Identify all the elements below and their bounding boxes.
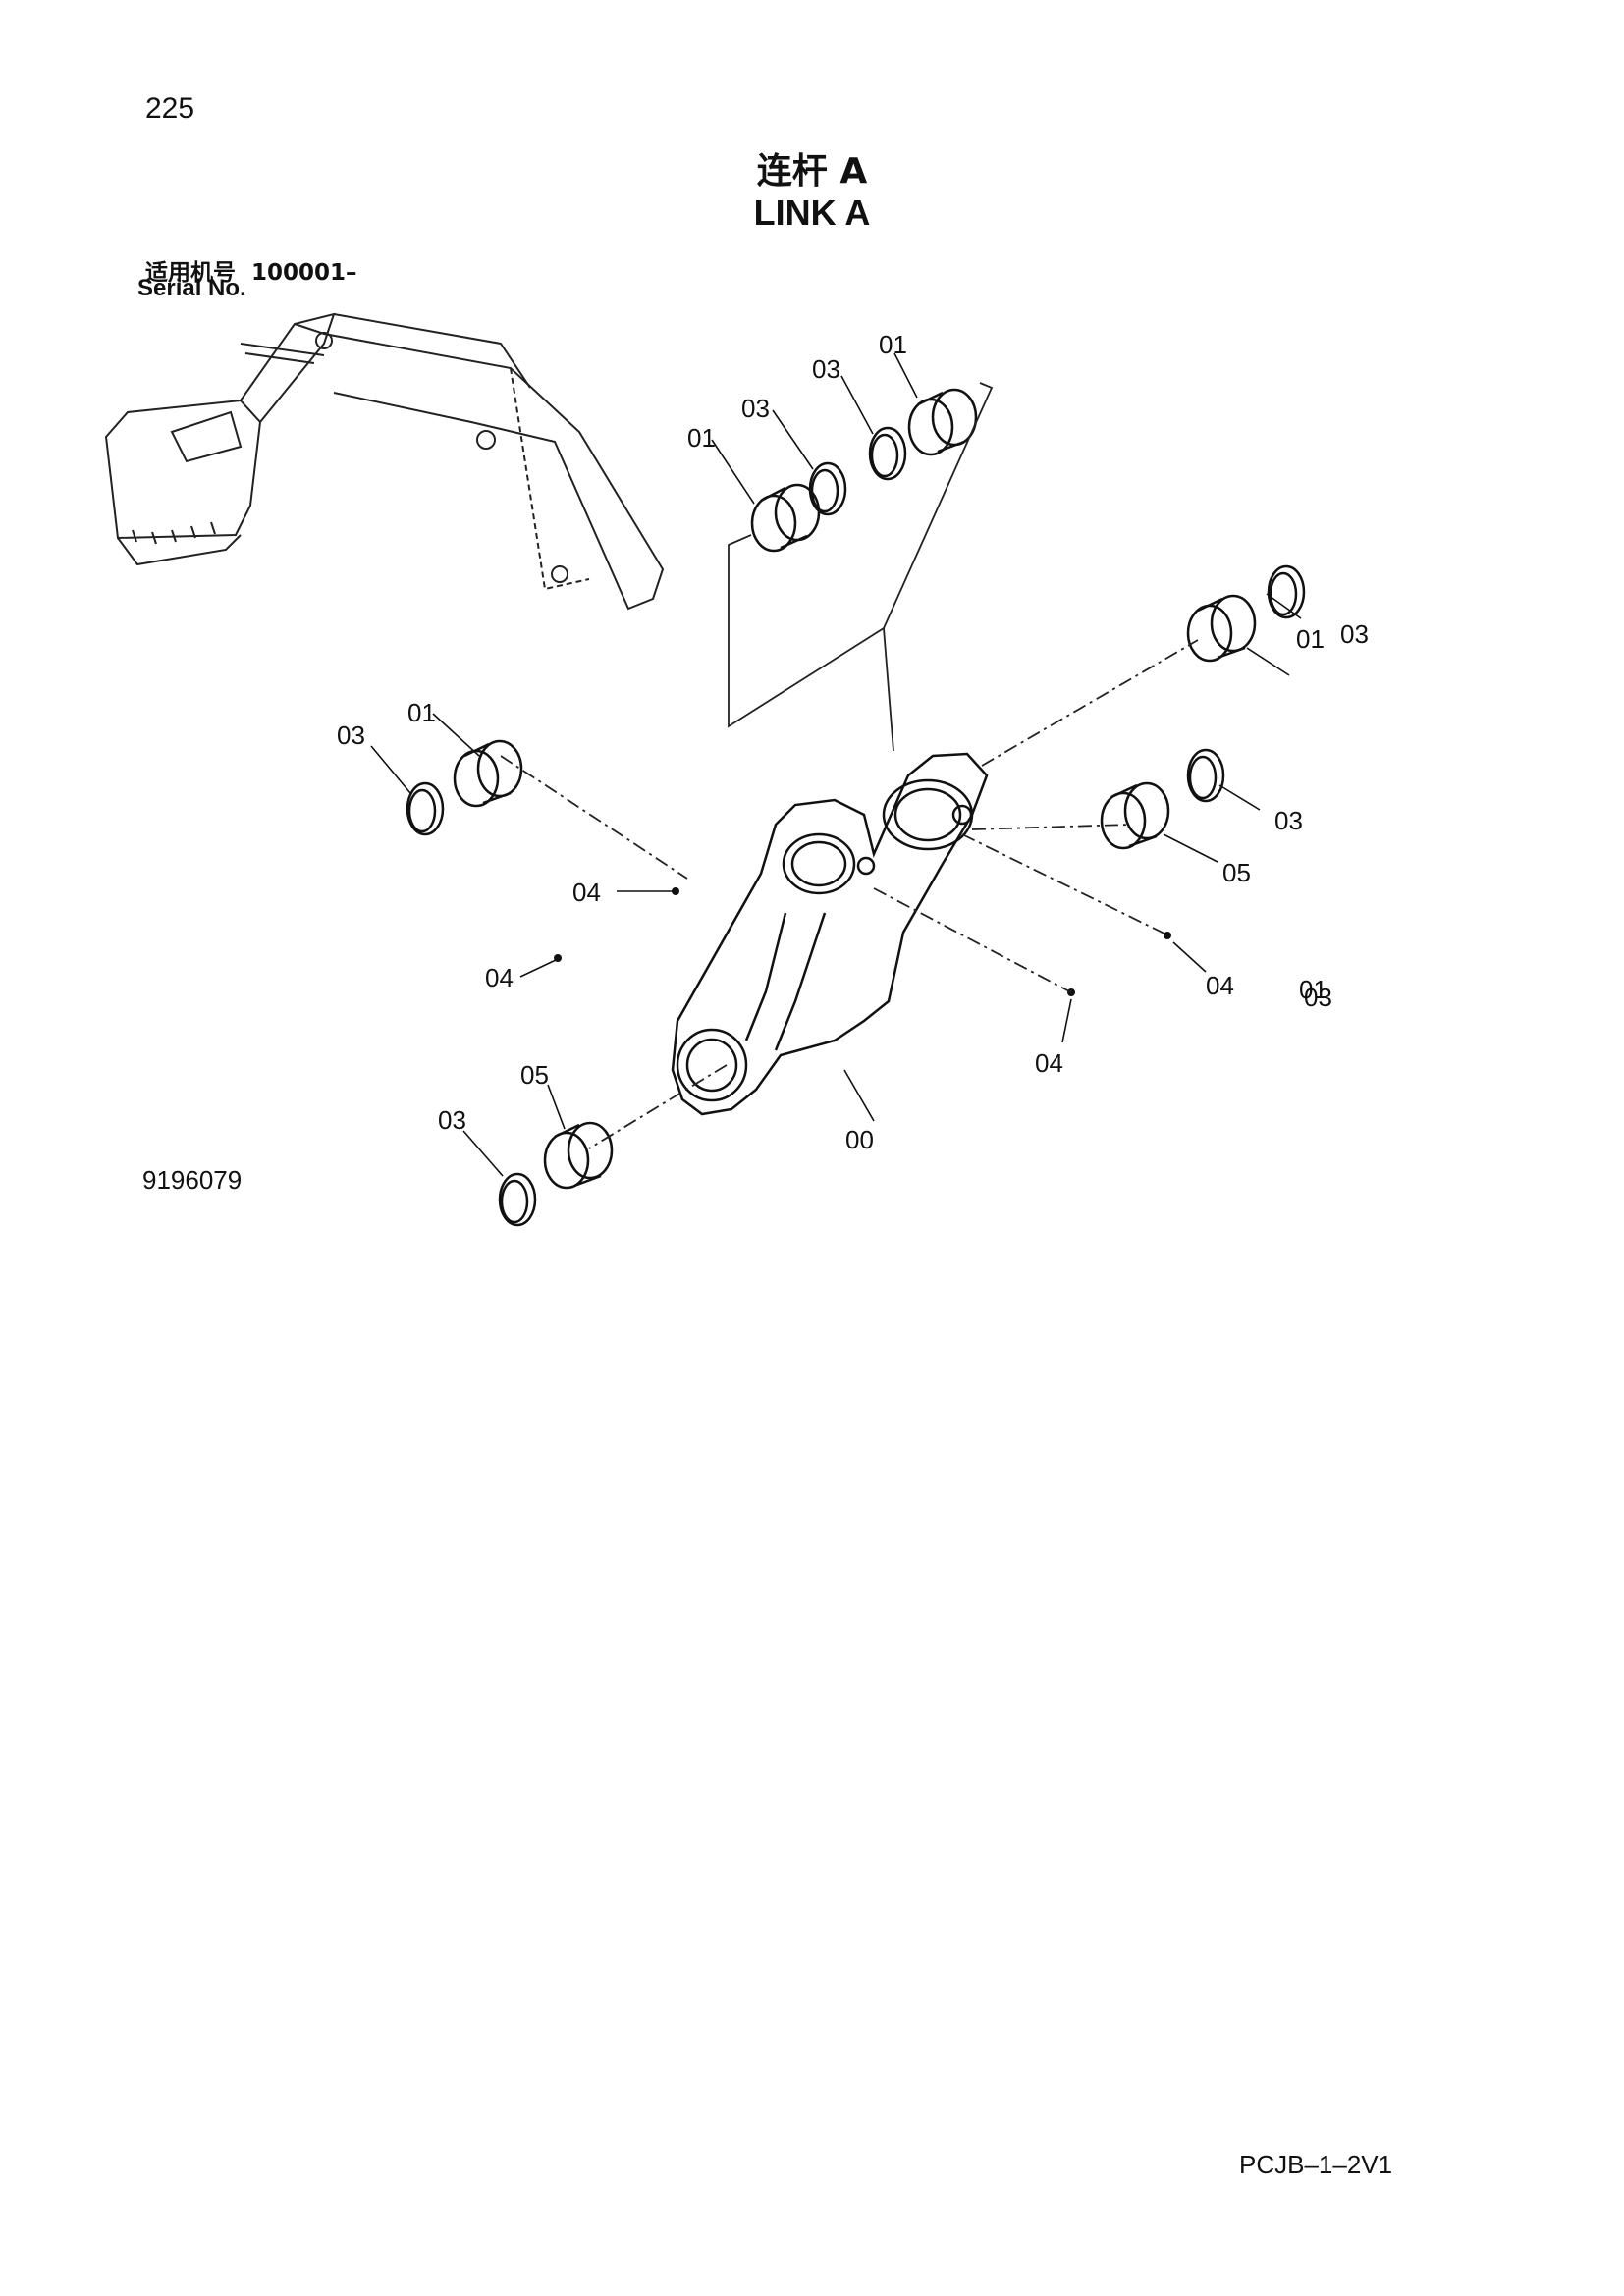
callout-04: 04 [572,878,601,907]
callout-00: 00 [845,1125,874,1154]
callout-03: 03 [1274,806,1303,835]
callout-05: 05 [520,1060,549,1090]
seal-03-left [406,781,445,836]
seal-03-top-right [868,426,907,481]
callout-01: 01 [1296,624,1325,654]
figure-number: 9196079 [142,1165,243,1195]
callout-04: 04 [1035,1048,1063,1078]
assembly-lines [500,382,1199,1149]
callout-labels: 01 03 03 01 01 03 03 01 03 01 03 04 04 0… [337,330,1369,1154]
seal-03-bottom [498,1172,537,1227]
seal-03-right-mid [1186,748,1225,803]
callout-01: 01 [687,423,716,453]
callout-01: 01 [879,330,907,359]
seal-03-right-top [1267,564,1306,619]
serial-value: 100001– [251,260,357,286]
bushing-01-right [1186,594,1257,663]
callout-04: 04 [485,963,514,992]
serial-number-label: 适用机号 100001– [145,253,357,287]
excavator-arm-thumbnail [104,312,665,611]
document-code: PCJB–1–2V1 [1239,2150,1393,2179]
page-title-english: LINK A [753,192,871,233]
callout-03: 03 [1304,983,1332,1012]
callout-03: 03 [337,721,365,750]
serial-label-english: Serial No. [137,275,246,301]
callout-01: 01 [1299,975,1327,1004]
bushing-01-top-right [907,388,978,456]
bushings-and-seals [406,388,1306,1227]
grease-fittings [554,887,1171,996]
leader-lines [370,352,1302,1177]
serial-label-chinese: 适用机号 [145,260,236,286]
bushing-05-right [1100,781,1170,850]
link-a-body [671,752,989,1116]
page-title-chinese: 连杆 A [756,151,868,191]
callout-03: 03 [741,394,770,423]
callout-03: 03 [438,1105,466,1135]
callout-01: 01 [407,698,436,727]
callout-03: 03 [1340,619,1369,649]
bushing-01-top-left [750,483,821,553]
callout-04: 04 [1206,971,1234,1000]
callout-05: 05 [1222,858,1251,887]
callout-03: 03 [812,354,840,384]
page-number: 225 [145,92,195,125]
bushing-01-left [453,739,523,808]
bushing-05-bottom [543,1121,614,1190]
seal-03-top-left [808,461,847,516]
